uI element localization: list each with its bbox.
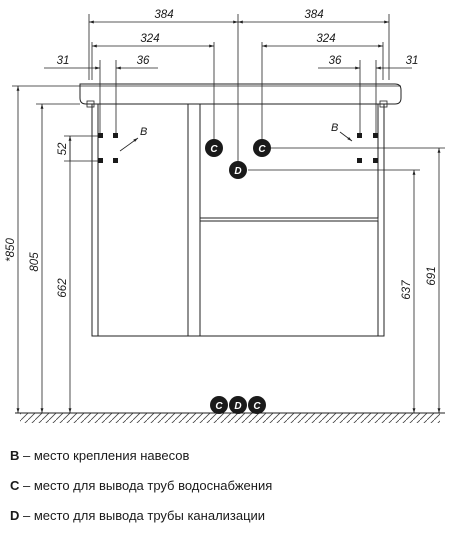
mounting-points-right	[339, 131, 378, 163]
svg-text:D: D	[234, 401, 241, 412]
left-dimensions	[12, 85, 100, 413]
legend-row-b: B – место крепления навесов	[10, 448, 450, 478]
dim-384-right: 384	[304, 9, 323, 21]
legend-row-c: C – место для вывода труб водоснабжения	[10, 478, 450, 508]
legend-text-b: – место крепления навесов	[19, 448, 190, 463]
legend-text-c: – место для вывода труб водоснабжения	[19, 478, 273, 493]
dim-324-left: 324	[140, 33, 159, 45]
floor-marker-c2: C	[248, 396, 266, 414]
mounting-points-left	[98, 133, 139, 163]
dim-324-right: 324	[316, 33, 335, 45]
water-pipe-marker-left: C	[205, 139, 223, 157]
drain-pipe-marker: D	[229, 161, 247, 179]
dim-805: 805	[29, 252, 41, 272]
legend-key-c: C	[10, 478, 20, 493]
dim-691: 691	[426, 266, 438, 285]
dim-36-right: 36	[329, 55, 342, 67]
dim-637: 637	[401, 280, 413, 300]
floor-marker-d: D	[229, 396, 247, 414]
svg-text:C: C	[215, 401, 223, 412]
dim-384-left: 384	[154, 9, 173, 21]
technical-drawing: B B C C D C C D 384 384 324 324 31 36 36…	[5, 9, 445, 423]
vanity-cabinet	[79, 83, 402, 337]
svg-text:D: D	[234, 166, 241, 177]
dim-31-right: 31	[406, 55, 419, 67]
svg-text:C: C	[253, 401, 261, 412]
svg-text:C: C	[210, 144, 218, 155]
water-pipe-marker-right: C	[253, 139, 271, 157]
legend-text-d: – место для вывода трубы канализации	[19, 508, 266, 523]
svg-text:C: C	[258, 144, 266, 155]
dim-36-left: 36	[137, 55, 150, 67]
top-dimensions	[44, 14, 412, 170]
floor	[15, 412, 445, 423]
floor-marker-c1: C	[210, 396, 228, 414]
b-label-right: B	[331, 122, 338, 134]
legend: B – место крепления навесов C – место дл…	[10, 448, 450, 538]
dim-52: 52	[57, 142, 69, 155]
right-dimensions	[248, 147, 445, 413]
legend-row-d: D – место для вывода трубы канализации	[10, 508, 450, 538]
dim-662: 662	[57, 278, 69, 298]
legend-key-d: D	[10, 508, 20, 523]
b-label-left: B	[140, 126, 147, 138]
dim-850: *850	[5, 238, 17, 262]
legend-key-b: B	[10, 448, 20, 463]
dim-31-left: 31	[57, 55, 70, 67]
